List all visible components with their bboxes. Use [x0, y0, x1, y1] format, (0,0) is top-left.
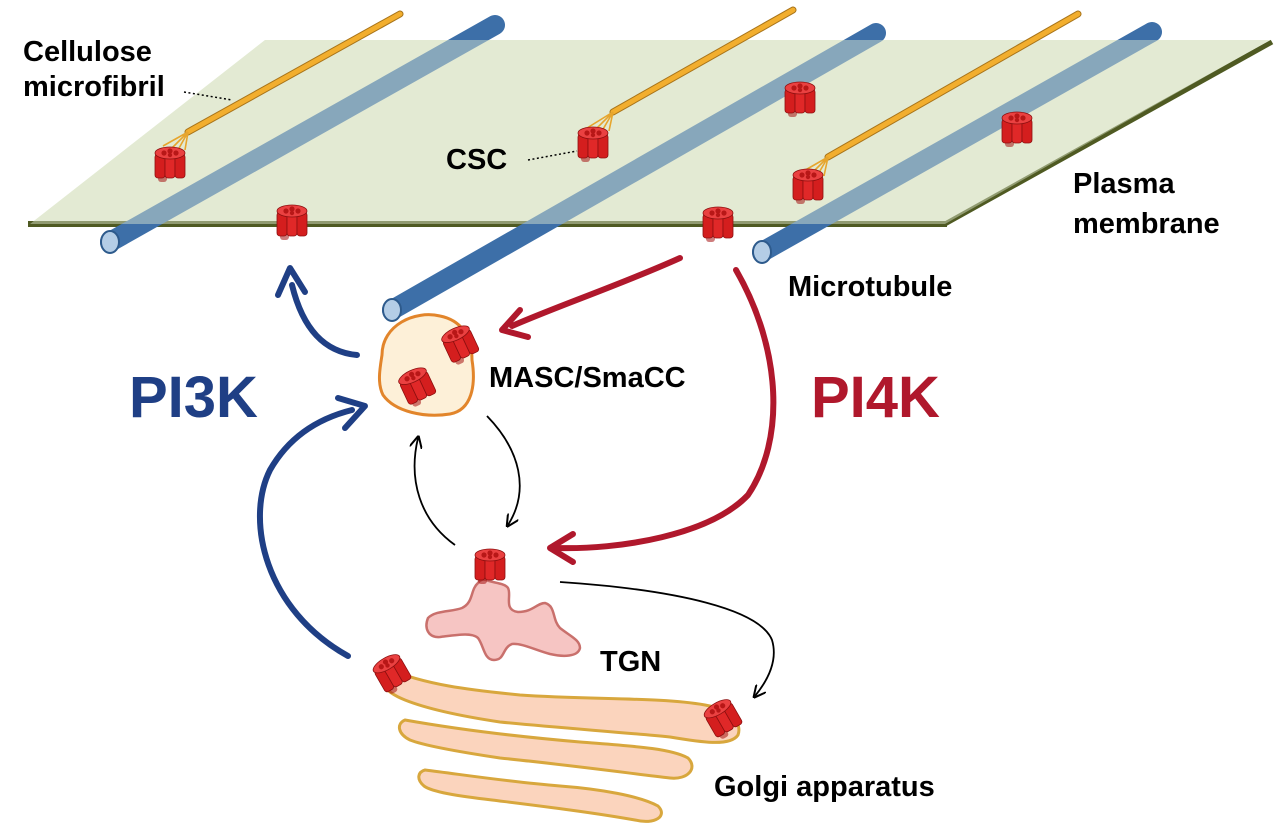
plasma-membrane-edge-side	[943, 39, 1274, 227]
microtubule-label: Microtubule	[788, 271, 952, 303]
pi4k-label: PI4K	[811, 365, 940, 430]
cellulose-microfibril-2	[586, 6, 797, 132]
csc-rosette-membrane-4	[784, 81, 816, 118]
masc-smacc-label: MASC/SmaCC	[489, 362, 686, 394]
golgi-apparatus-label: Golgi apparatus	[714, 771, 935, 803]
csc-leader-line	[527, 150, 578, 161]
tgn-label: TGN	[600, 646, 661, 678]
pi3k-arrow-masc-to-membrane	[275, 265, 360, 358]
golgi-cisterna-2	[397, 718, 694, 780]
tgn-compartment	[425, 578, 582, 662]
csc-rosette-membrane-6	[276, 204, 308, 241]
csc-rosette-membrane-3	[792, 168, 824, 205]
plasma-membrane-plane	[30, 40, 1270, 224]
cellulose-microfibril-3	[801, 10, 1082, 177]
csc-rosette-membrane-5	[1001, 111, 1033, 148]
cellulose-microfibril-1	[162, 10, 404, 151]
plasma-membrane-label-line2: membrane	[1073, 208, 1220, 240]
csc-rosette-tgn	[474, 548, 506, 585]
microtubule-1	[100, 15, 505, 254]
pi3k-arrow-golgi-to-masc	[256, 395, 368, 659]
golgi-cisterna-1	[378, 666, 741, 744]
arrow-masc-to-tgn	[486, 415, 521, 525]
plasma-membrane-label-line1: Plasma	[1073, 168, 1175, 200]
csc-rosette-membrane-2	[577, 126, 609, 163]
arrow-tgn-to-masc	[415, 438, 456, 546]
cellulose-microfibril-label-line1: Cellulose	[23, 36, 152, 68]
microfibril-leader-line	[183, 91, 233, 101]
pi3k-label: PI3K	[129, 365, 258, 430]
microtubule-3	[752, 22, 1162, 264]
csc-rosette-membrane-1	[154, 146, 186, 183]
pi4k-arrow-membrane-to-masc	[499, 255, 683, 340]
csc-rosette-membrane-7	[702, 206, 734, 243]
csc-label: CSC	[446, 144, 507, 176]
golgi-cisterna-3	[417, 768, 663, 823]
arrow-tgn-to-golgi	[559, 581, 775, 696]
microtubule-2	[382, 23, 886, 322]
cellulose-microfibril-label-line2: microfibril	[23, 71, 165, 103]
pi4k-arrow-membrane-to-tgn	[547, 267, 777, 565]
